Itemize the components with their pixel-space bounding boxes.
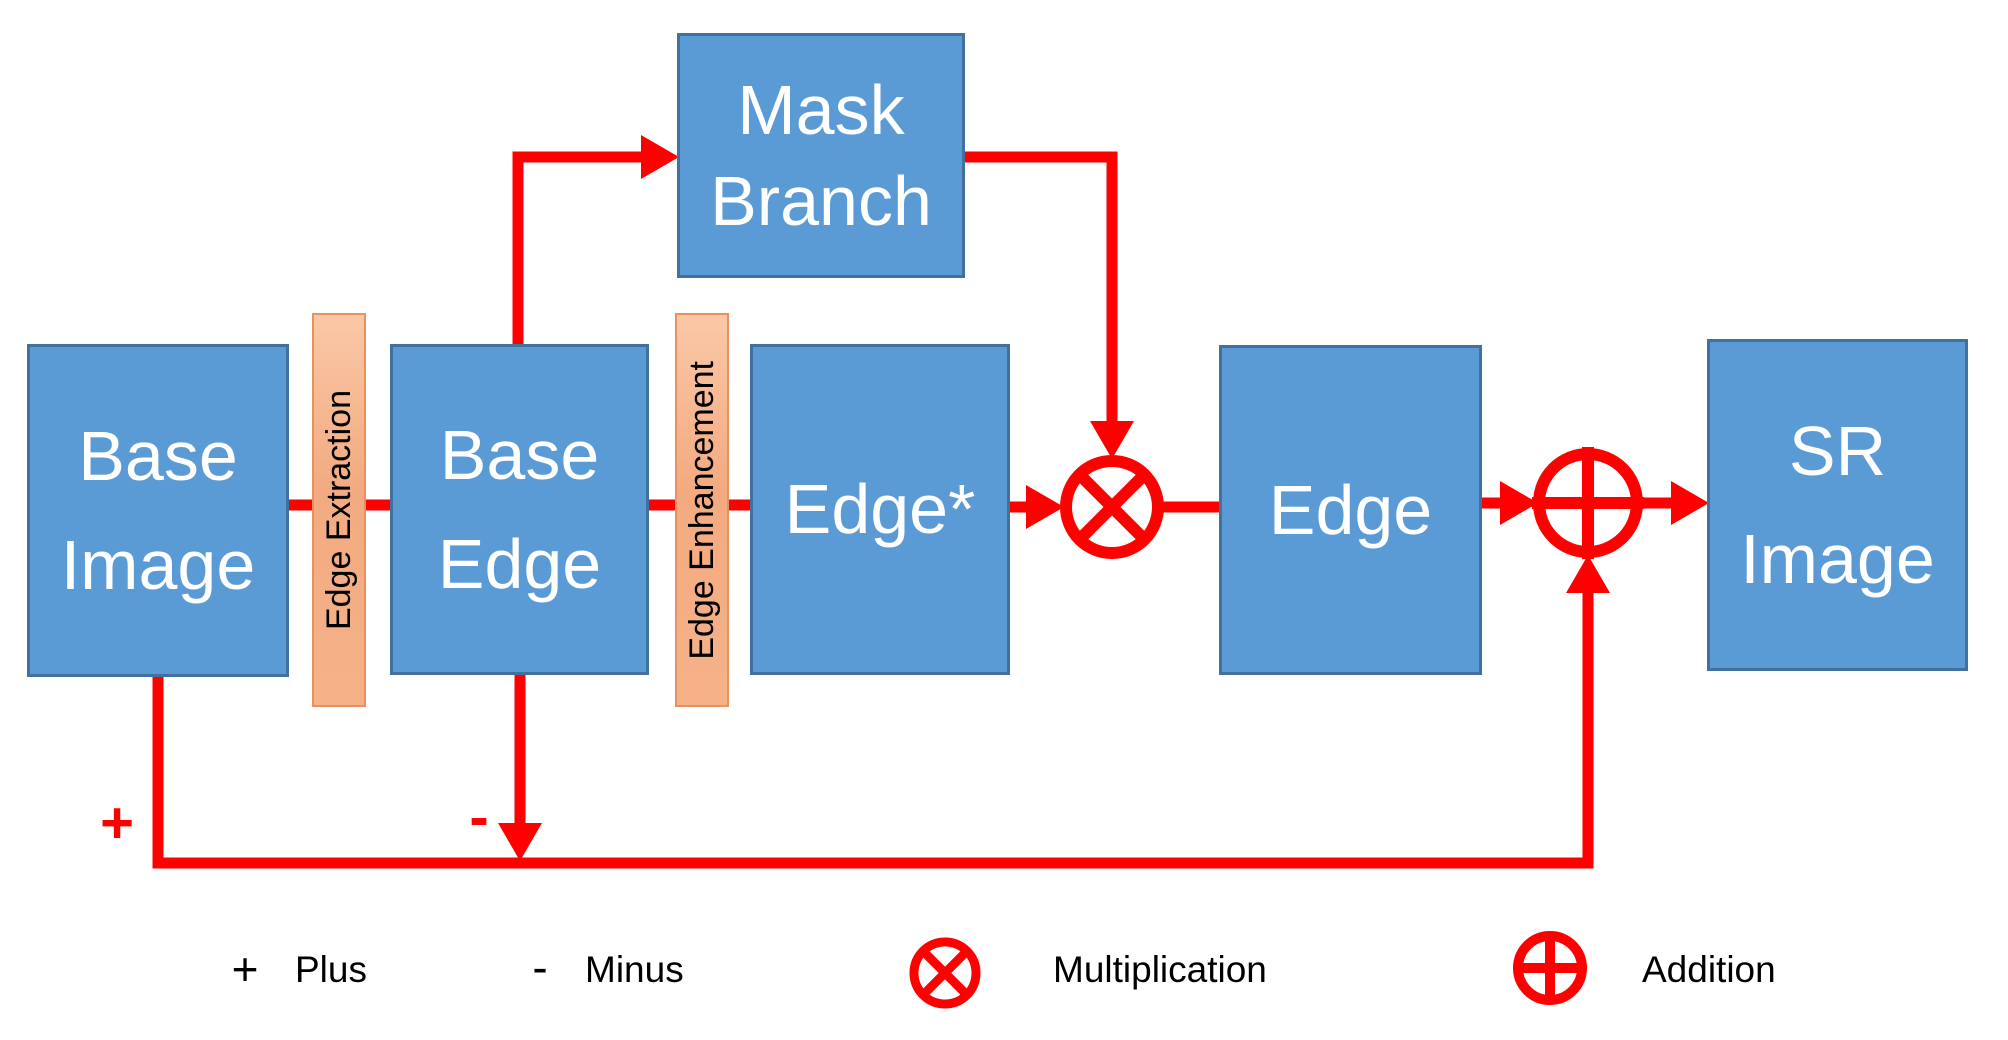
- operator-edge-enhancement: Edge Enhancement: [675, 313, 729, 707]
- operator-edge-extraction: Edge Extraction: [312, 313, 366, 707]
- node-mask-branch: Mask Branch: [677, 33, 965, 278]
- node-edge-label: Edge: [1268, 470, 1433, 549]
- legend-plus-label: Plus: [295, 949, 367, 990]
- operator-edge-extraction-label: Edge Extraction: [319, 389, 358, 631]
- arrowhead-into-maskbranch: [641, 135, 679, 179]
- circle-plus-icon: [1513, 931, 1587, 1005]
- arrowhead-into-feedback-line: [498, 823, 542, 861]
- minus-annotation: -: [469, 784, 489, 850]
- arrowhead-into-srimage: [1671, 481, 1709, 525]
- node-edge-star: Edge*: [750, 344, 1010, 675]
- arrowhead-into-add-bottom: [1566, 555, 1610, 593]
- node-sr-image: SR Image: [1707, 339, 1968, 671]
- node-base-edge: Base Edge: [390, 344, 649, 675]
- node-sr-image-label: SR Image: [1740, 411, 1935, 599]
- legend-minus-symbol: -: [532, 941, 548, 993]
- operator-edge-enhancement-label: Edge Enhancement: [682, 360, 721, 660]
- node-base-image-label: Base Image: [60, 417, 256, 604]
- arrowhead-into-multiply-top: [1090, 421, 1134, 459]
- legend-plus-symbol: +: [231, 943, 259, 995]
- circle-times-icon: [909, 937, 981, 1009]
- node-edge-star-label: Edge*: [784, 470, 976, 549]
- arrowhead-into-add-left: [1500, 481, 1538, 525]
- node-mask-branch-label: Mask Branch: [710, 70, 932, 240]
- legend-minus-label: Minus: [585, 949, 684, 990]
- multiply-node: [1060, 455, 1164, 559]
- legend-multiplication-label: Multiplication: [1053, 949, 1267, 990]
- legend-addition-label: Addition: [1642, 949, 1776, 990]
- node-base-image: Base Image: [27, 344, 289, 677]
- arrowhead-into-multiply-left: [1026, 485, 1064, 529]
- plus-annotation: +: [100, 790, 134, 856]
- add-node: [1532, 447, 1644, 559]
- node-edge: Edge: [1219, 345, 1482, 675]
- node-base-edge-label: Base Edge: [437, 416, 602, 603]
